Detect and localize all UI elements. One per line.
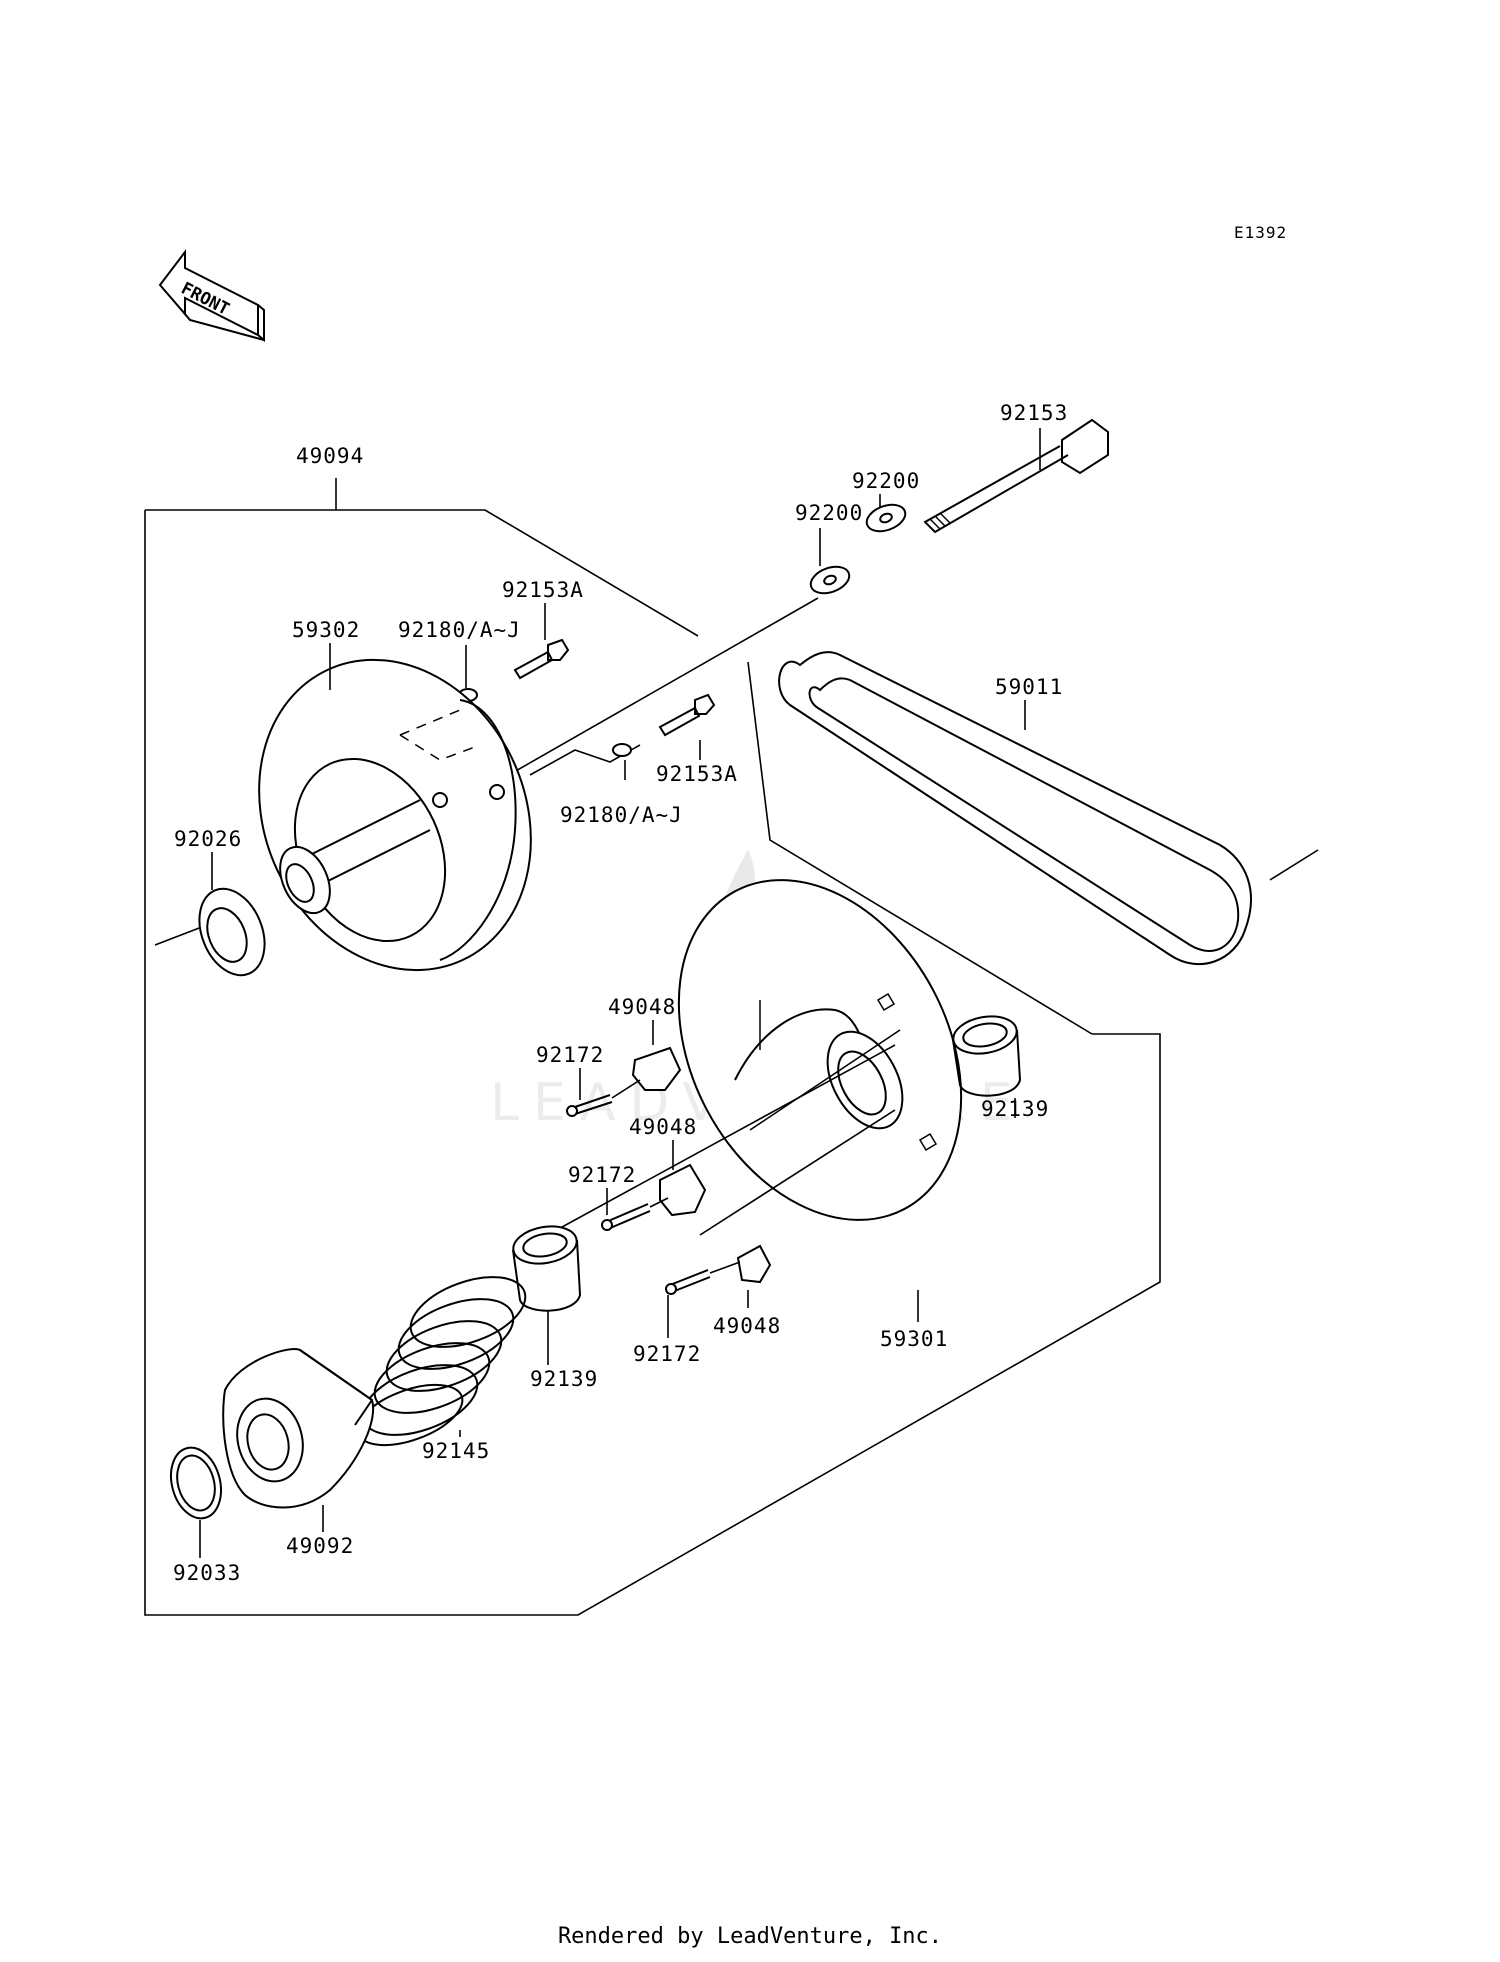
bolt-92153 <box>923 418 1109 534</box>
weight-49048-c <box>736 1244 772 1284</box>
label-49048-c[interactable]: 49048 <box>713 1314 781 1338</box>
label-49048-b[interactable]: 49048 <box>629 1115 697 1139</box>
pin-92172-c <box>665 1269 711 1295</box>
washer-92026 <box>198 887 266 977</box>
sheave-59301 <box>677 879 963 1221</box>
circlip-92033 <box>170 1446 222 1520</box>
label-49048-a[interactable]: 49048 <box>608 995 676 1019</box>
bolt-92153A-lower <box>658 693 716 737</box>
washer-92200-lower <box>809 565 851 595</box>
label-92180-lower[interactable]: 92180/A~J <box>560 803 683 827</box>
collar-92139-right <box>952 1015 1022 1097</box>
label-92180-upper[interactable]: 92180/A~J <box>398 618 521 642</box>
part-labels: 49094 92153 92200 92200 92153A 59302 921… <box>173 401 1068 1585</box>
label-49092[interactable]: 49092 <box>286 1534 354 1558</box>
label-92153[interactable]: 92153 <box>1000 401 1068 425</box>
label-92139-right[interactable]: 92139 <box>981 1097 1049 1121</box>
label-92145[interactable]: 92145 <box>422 1439 490 1463</box>
label-92026[interactable]: 92026 <box>174 827 242 851</box>
front-arrow-icon: FRONT <box>158 249 265 343</box>
label-92153A-upper[interactable]: 92153A <box>502 578 584 602</box>
weight-49048-b <box>659 1163 707 1217</box>
credit-footer: Rendered by LeadVenture, Inc. <box>557 1924 943 1949</box>
label-92153A-lower[interactable]: 92153A <box>656 762 738 786</box>
label-59301[interactable]: 59301 <box>880 1327 948 1351</box>
collar-92139-left <box>512 1225 582 1312</box>
label-59302[interactable]: 59302 <box>292 618 360 642</box>
washer-92180-lower <box>612 743 632 757</box>
cam-49092 <box>222 1348 375 1509</box>
weight-49048-a <box>631 1046 682 1091</box>
label-92172-b[interactable]: 92172 <box>568 1163 636 1187</box>
label-92200-upper[interactable]: 92200 <box>852 469 920 493</box>
label-92200-lower[interactable]: 92200 <box>795 501 863 525</box>
label-92172-c[interactable]: 92172 <box>633 1342 701 1366</box>
pin-92172-a <box>566 1094 613 1117</box>
label-92033[interactable]: 92033 <box>173 1561 241 1585</box>
bolt-92153A-upper <box>513 638 570 680</box>
belt-59011 <box>778 651 1252 965</box>
diagram-code: E1392 <box>1234 223 1287 242</box>
label-59011[interactable]: 59011 <box>995 675 1063 699</box>
label-49094[interactable]: 49094 <box>296 444 364 468</box>
sheave-59302 <box>258 658 532 972</box>
label-92139-left[interactable]: 92139 <box>530 1367 598 1391</box>
washer-92200-upper <box>865 503 907 533</box>
label-92172-a[interactable]: 92172 <box>536 1043 604 1067</box>
spring-92145 <box>356 1276 527 1447</box>
pin-92172-b <box>601 1203 651 1231</box>
